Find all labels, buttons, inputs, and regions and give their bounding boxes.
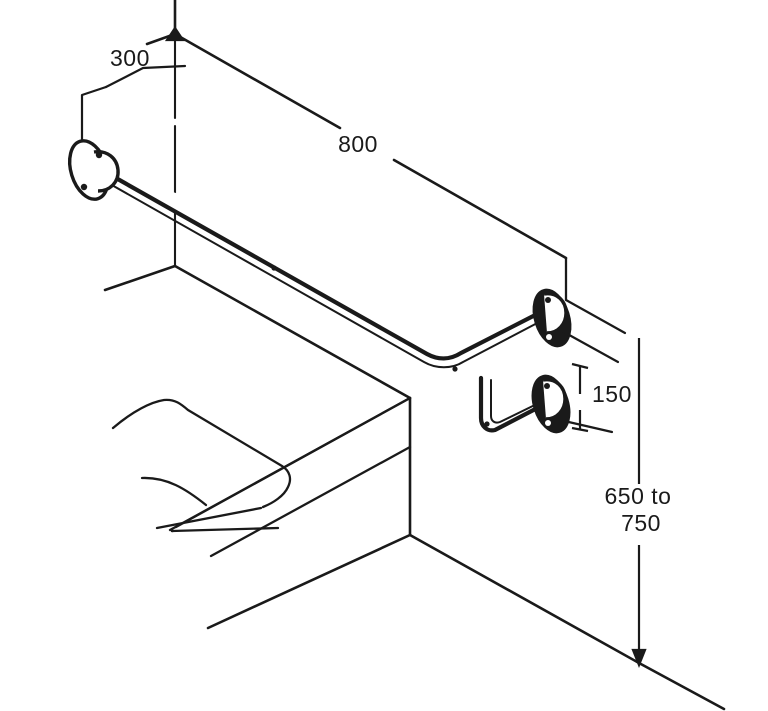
dim-150-ext-upper	[560, 329, 620, 364]
wall-flange-right-collar	[543, 292, 568, 335]
ceiling-edge-right	[173, 32, 342, 130]
dimension-650-750-group: 650 to 750	[564, 298, 672, 668]
basin-skirt-line	[174, 396, 412, 529]
dimension-150-group: 150	[558, 329, 632, 434]
basin-skirt-line-2	[209, 445, 412, 558]
grab-rail-elbow-dot	[452, 366, 458, 372]
ceiling-corner-apex	[164, 26, 186, 42]
dim-150-tick-lower	[571, 426, 589, 433]
wall-flange-left-collar	[93, 150, 120, 193]
wall-flange-left-screw-top	[95, 151, 103, 159]
dim-650-ext-from-flange	[564, 298, 627, 335]
dim-150-tick-upper	[571, 362, 589, 370]
wall-flange-right-screw-top	[545, 297, 551, 303]
dimension-800-group: 800	[338, 131, 568, 300]
basin-rear-top-edge	[173, 264, 412, 400]
dim-300-leader	[104, 64, 187, 89]
grab-rail-return-dot	[484, 421, 490, 427]
floor-edge-left	[206, 533, 412, 630]
floor-edge-right-far	[637, 661, 726, 711]
basin-bowl-rim	[111, 398, 292, 509]
grab-rail-return-leg	[478, 375, 548, 433]
dim-650-750-label-line2: 750	[621, 510, 661, 536]
wall-flange-lower-screw-top	[544, 383, 550, 389]
dim-150-ext-lower	[558, 418, 614, 434]
basin-bowl-inner-curve	[140, 476, 208, 507]
dimension-300-group: 300	[80, 45, 187, 160]
wall-flange-lower-screw-bottom	[545, 420, 551, 426]
grab-rail-main-highlight	[102, 179, 544, 369]
wall-flange-lower-collar	[542, 378, 567, 421]
floor-edge-right	[408, 533, 641, 665]
grab-rail-marking-dot	[271, 265, 277, 271]
dim-800-label: 800	[338, 131, 378, 157]
wall-flange-right-screw-bottom	[546, 334, 552, 340]
ceiling-edge-right-b	[392, 158, 568, 260]
wall-base-edge-left	[103, 264, 177, 292]
dim-650-750-label-line1: 650 to	[605, 483, 672, 509]
wash-basin-group	[111, 396, 412, 558]
dim-300-label: 300	[110, 45, 150, 71]
grab-rail-main-run	[97, 166, 548, 361]
wall-geometry-group	[103, 0, 726, 711]
ceiling-corner-apex-marker	[164, 26, 186, 42]
dim-650-arrowhead-floor	[631, 648, 647, 668]
grab-rail-return-highlight	[490, 379, 544, 424]
dim-150-label: 150	[592, 381, 632, 407]
wall-flange-left-screw-bottom	[80, 183, 88, 191]
basin-front-contour-lower	[155, 506, 263, 530]
wall-flange-left-group	[67, 139, 120, 201]
grab-rail-group	[97, 166, 548, 433]
dim-300-upper-tick	[80, 85, 108, 97]
wall-flange-lower-group	[531, 374, 571, 434]
wall-flange-right-group	[532, 288, 572, 348]
